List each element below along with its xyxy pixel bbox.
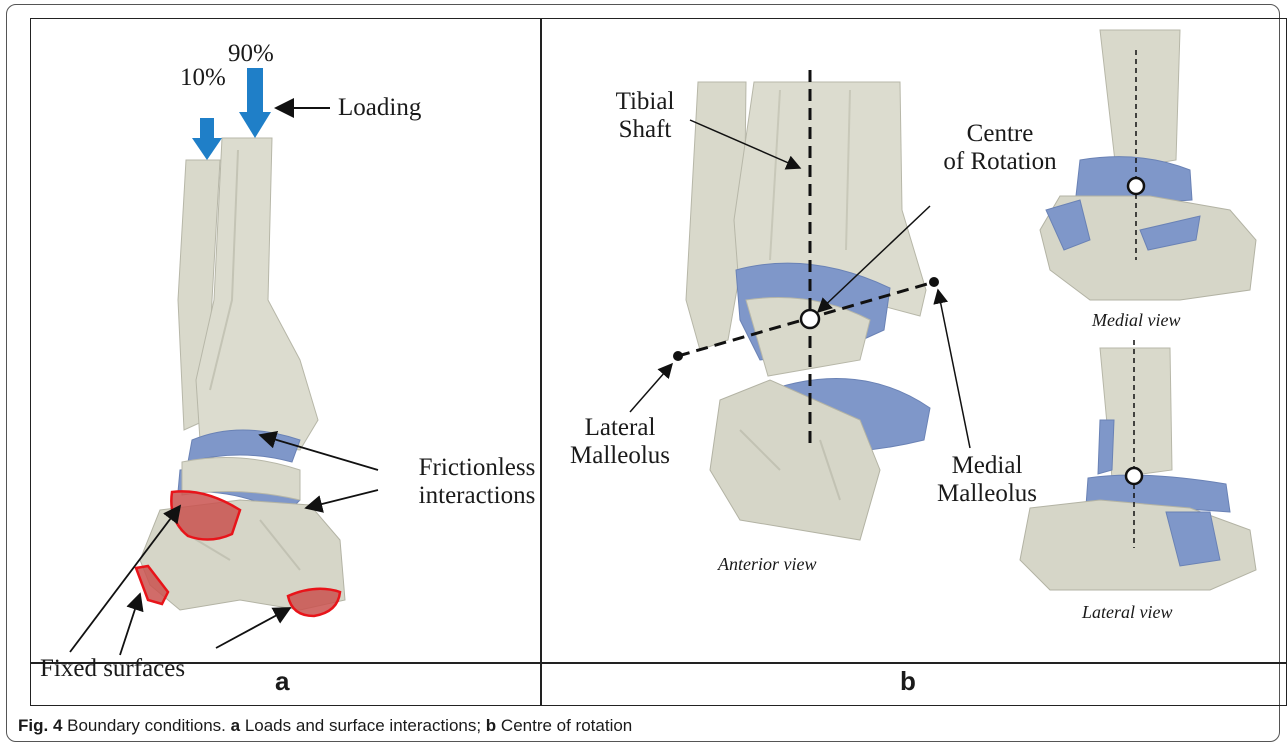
panel-divider-horizontal [30, 662, 1287, 664]
lateral-malleolus-label-line2: Malleolus [555, 442, 685, 470]
lateral-malleolus-label: Lateral Malleolus [555, 414, 685, 470]
loading-label: Loading [338, 94, 421, 122]
medial-malleolus-label: Medial Malleolus [922, 452, 1052, 508]
caption-text-2: Loads and surface interactions; [240, 716, 486, 735]
caption-panel-a-ref: a [231, 716, 240, 735]
panel-divider-vertical [540, 18, 542, 706]
centre-of-rotation-label-line2: of Rotation [930, 148, 1070, 176]
centre-of-rotation-label-line1: Centre [930, 120, 1070, 148]
medial-malleolus-label-line1: Medial [922, 452, 1052, 480]
centre-of-rotation-label: Centre of Rotation [930, 120, 1070, 176]
tibial-shaft-label-line1: Tibial [600, 88, 690, 116]
tibial-shaft-label: Tibial Shaft [600, 88, 690, 144]
medial-view-label: Medial view [1092, 310, 1180, 331]
frictionless-label: Frictionless interactions [392, 454, 562, 510]
lateral-malleolus-label-line1: Lateral [555, 414, 685, 442]
lateral-view-label: Lateral view [1082, 602, 1173, 623]
anterior-view-label: Anterior view [718, 554, 816, 575]
caption-text-1: Boundary conditions. [62, 716, 230, 735]
panel-b-letter: b [900, 666, 916, 697]
fixed-surfaces-label: Fixed surfaces [40, 655, 185, 683]
frictionless-label-line1: Frictionless [392, 454, 562, 482]
caption-figure-number: Fig. 4 [18, 716, 62, 735]
tibial-shaft-label-line2: Shaft [600, 116, 690, 144]
medial-malleolus-label-line2: Malleolus [922, 480, 1052, 508]
caption-panel-b-ref: b [486, 716, 496, 735]
load-small-percent: 10% [180, 64, 226, 92]
load-large-percent: 90% [228, 40, 274, 68]
caption-text-3: Centre of rotation [496, 716, 632, 735]
frictionless-label-line2: interactions [392, 482, 562, 510]
panel-a-letter: a [275, 666, 289, 697]
figure-caption: Fig. 4 Boundary conditions. a Loads and … [18, 716, 632, 736]
